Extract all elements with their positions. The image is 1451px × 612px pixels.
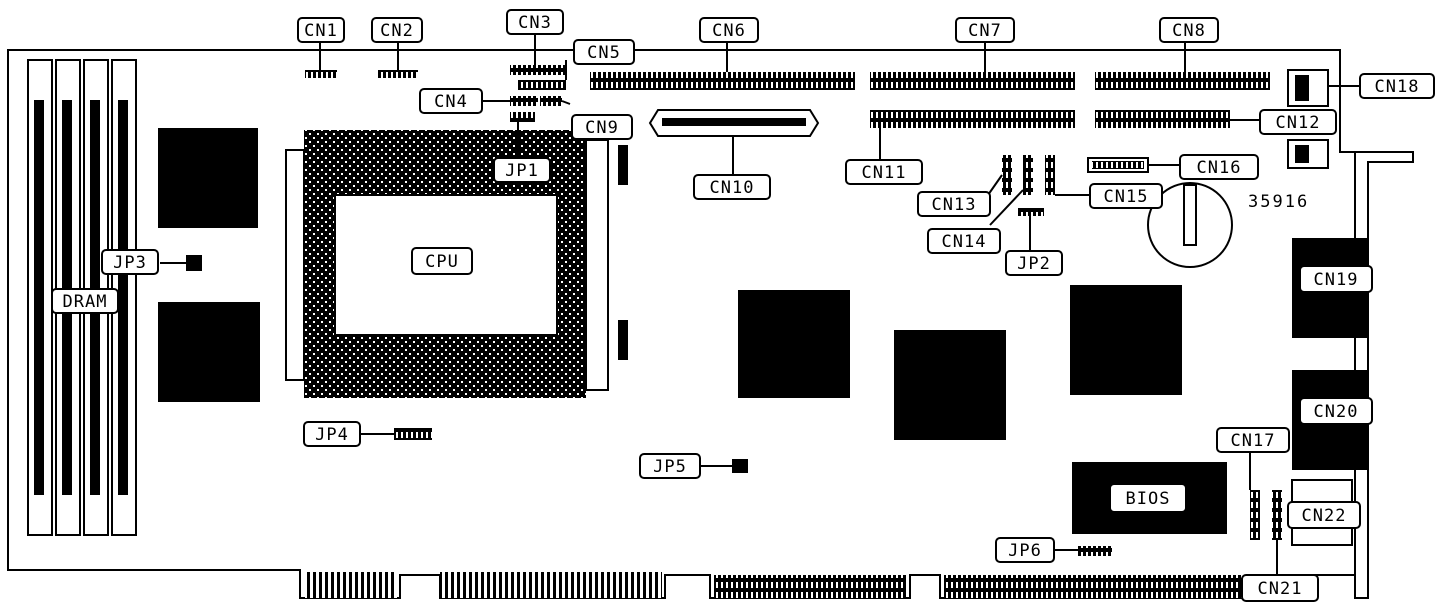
chip-lower-left	[158, 302, 260, 402]
svg-text:BIOS: BIOS	[1126, 489, 1171, 509]
bios-label: BIOS	[1109, 483, 1187, 513]
svg-text:JP2: JP2	[1017, 254, 1051, 274]
dram-label: DRAM	[51, 288, 119, 314]
cn2-label: CN2	[371, 17, 423, 43]
chip-center	[738, 290, 850, 398]
svg-text:CN8: CN8	[1172, 21, 1206, 41]
header-cn9	[540, 96, 562, 106]
cn12-label: CN12	[1259, 109, 1337, 135]
header-cn13	[1002, 155, 1012, 195]
header-cn6	[590, 72, 855, 90]
cn19-label: CN19	[1299, 265, 1373, 293]
cpu-label: CPU	[411, 247, 473, 275]
cn13-label: CN13	[917, 191, 991, 217]
header-cn1	[305, 70, 337, 78]
cn8-label: CN8	[1159, 17, 1219, 43]
jp3-label: JP3	[101, 249, 159, 275]
header-jp5	[732, 459, 748, 473]
header-cn14	[1023, 155, 1033, 195]
svg-text:CN13: CN13	[932, 195, 977, 215]
svg-text:CN9: CN9	[585, 118, 619, 138]
cn17-label: CN17	[1216, 427, 1290, 453]
svg-text:JP3: JP3	[113, 253, 147, 273]
header-jp4	[394, 428, 432, 440]
pci-edge-fingers-b	[944, 575, 1266, 598]
svg-text:CN19: CN19	[1314, 270, 1359, 290]
isa-edge-fingers-b	[440, 572, 662, 598]
svg-text:CN18: CN18	[1375, 77, 1420, 97]
cn5-label: CN5	[573, 39, 635, 65]
svg-text:CN1: CN1	[304, 21, 338, 41]
lead-lines	[160, 35, 1360, 575]
cn11-label: CN11	[845, 159, 923, 185]
jp2-label: JP2	[1005, 250, 1063, 276]
svg-text:JP4: JP4	[315, 425, 349, 445]
svg-text:CN10: CN10	[710, 178, 755, 198]
svg-text:CN3: CN3	[518, 13, 552, 33]
cn7-label: CN7	[955, 17, 1015, 43]
header-jp6	[1078, 546, 1112, 556]
jp1-label: JP1	[493, 157, 551, 183]
cn1-label: CN1	[297, 17, 345, 43]
header-cn17	[1250, 490, 1260, 540]
svg-text:JP1: JP1	[505, 161, 539, 181]
cn4-label: CN4	[419, 88, 483, 114]
svg-text:CN15: CN15	[1104, 187, 1149, 207]
svg-text:JP6: JP6	[1008, 541, 1042, 561]
svg-text:CN7: CN7	[968, 21, 1002, 41]
svg-text:CN11: CN11	[862, 163, 907, 183]
figure-id: 35916	[1248, 192, 1309, 212]
header-cn4	[510, 96, 538, 106]
chip-center-lower	[894, 330, 1006, 440]
svg-text:CN16: CN16	[1197, 158, 1242, 178]
header-cn11	[870, 110, 1075, 128]
svg-text:CN21: CN21	[1258, 579, 1303, 599]
cn15-label: CN15	[1089, 183, 1163, 209]
header-cn7	[870, 72, 1075, 90]
header-cn3	[510, 65, 565, 75]
svg-text:DRAM: DRAM	[63, 292, 108, 312]
cn3-label: CN3	[506, 9, 564, 35]
cn22-label: CN22	[1287, 501, 1361, 529]
cn6-label: CN6	[699, 17, 759, 43]
header-cn18	[1287, 69, 1329, 169]
cn18-label: CN18	[1359, 73, 1435, 99]
header-jp3	[186, 255, 202, 271]
svg-text:CN2: CN2	[380, 21, 414, 41]
cn20-label: CN20	[1299, 397, 1373, 425]
header-jp1	[510, 112, 535, 122]
svg-text:CN22: CN22	[1302, 506, 1347, 526]
header-cn12	[1095, 110, 1230, 128]
header-cn15	[1045, 155, 1055, 195]
svg-text:CN4: CN4	[434, 92, 468, 112]
svg-text:CN6: CN6	[712, 21, 746, 41]
cn16-label: CN16	[1179, 154, 1259, 180]
header-cn8	[1095, 72, 1270, 90]
svg-text:CN5: CN5	[587, 43, 621, 63]
header-cn2	[378, 70, 418, 78]
header-jp2	[1018, 208, 1044, 216]
isa-edge-fingers-a	[305, 572, 397, 598]
svg-text:JP5: JP5	[653, 457, 687, 477]
jp5-label: JP5	[639, 453, 701, 479]
pci-edge-fingers-a	[714, 575, 906, 598]
svg-text:CN14: CN14	[942, 232, 987, 252]
cn10-label: CN10	[693, 174, 771, 200]
cn14-label: CN14	[927, 228, 1001, 254]
cn21-label: CN21	[1241, 574, 1319, 602]
svg-text:CN20: CN20	[1314, 402, 1359, 422]
svg-text:CPU: CPU	[425, 252, 459, 272]
jp4-label: JP4	[303, 421, 361, 447]
header-cn21	[1272, 490, 1282, 540]
svg-text:CN17: CN17	[1231, 431, 1276, 451]
header-cn5	[518, 80, 566, 90]
chip-right	[1070, 285, 1182, 395]
cn9-label: CN9	[571, 114, 633, 140]
jp6-label: JP6	[995, 537, 1055, 563]
svg-text:CN12: CN12	[1276, 113, 1321, 133]
chip-upper-left	[158, 128, 258, 228]
